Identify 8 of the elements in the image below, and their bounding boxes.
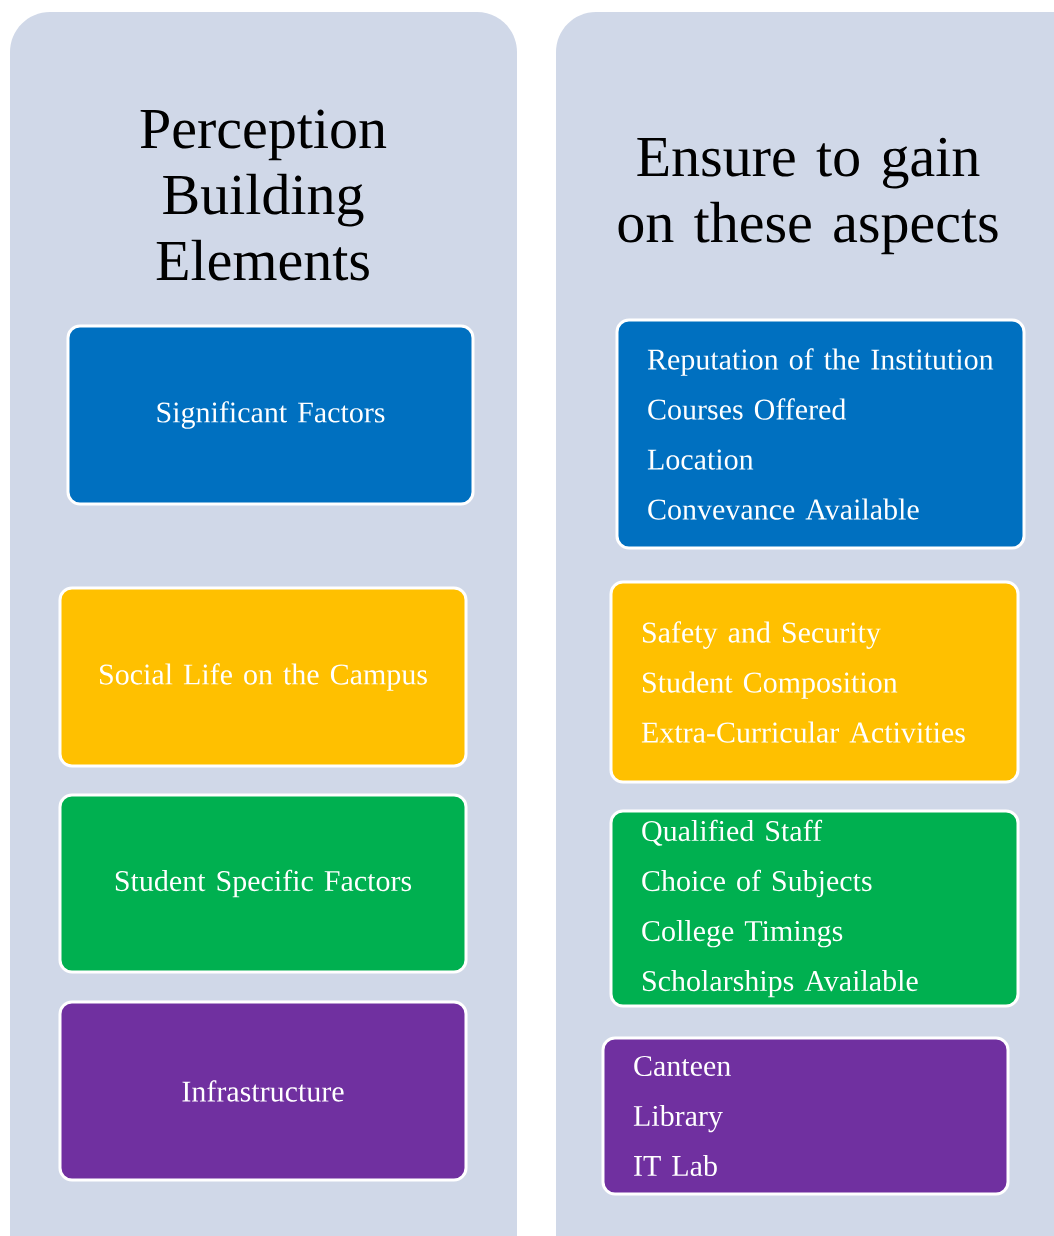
list-box: Canteen Library IT Lab	[601, 1036, 1010, 1196]
category-box: Student Specific Factors	[58, 793, 468, 974]
list-box: Safety and Security Student Composition Extra-Curricular Activities	[609, 580, 1020, 784]
category-box: Social Life on the Campus	[58, 586, 468, 768]
list-box: Reputation of the Institution Courses Offered Location Convevance Available	[615, 318, 1026, 550]
category-box: Significant Factors	[66, 324, 475, 506]
category-box: Infrastructure	[58, 1000, 468, 1182]
list-box: Qualified Staff Choice of Subjects College Timings Scholarships Available	[609, 809, 1020, 1008]
